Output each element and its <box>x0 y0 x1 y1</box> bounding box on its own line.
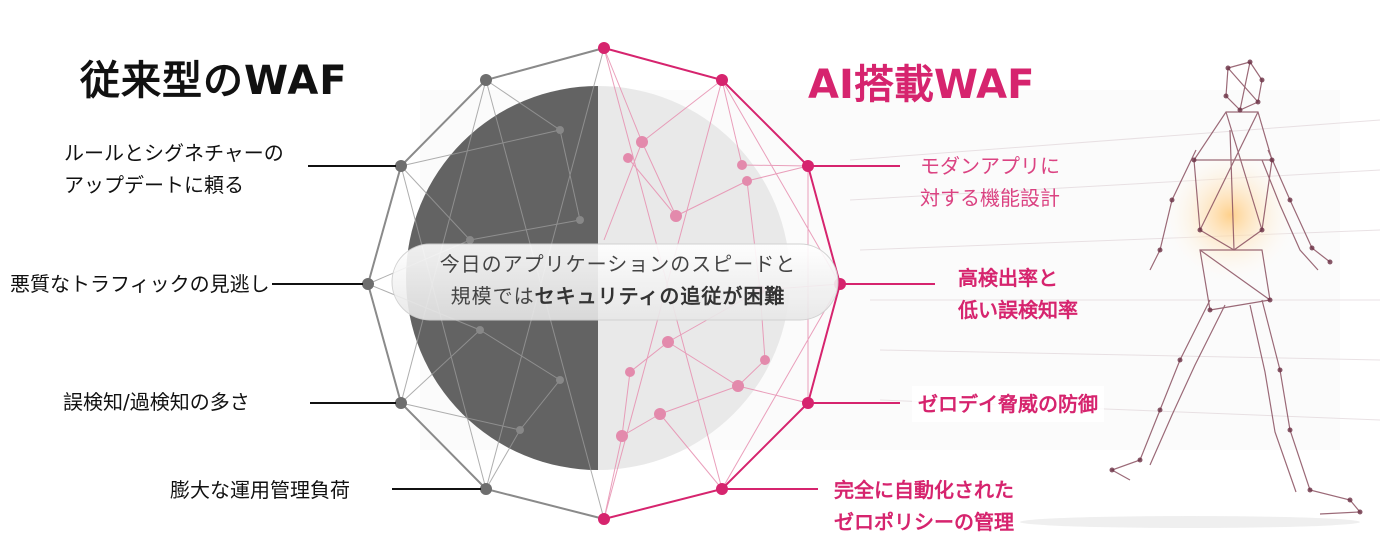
center-message: 今日のアプリケーションのスピードと 規模ではセキュリティの追従が困難 <box>439 252 797 308</box>
left-item-2: 悪質なトラフィックの見逃し <box>10 272 270 296</box>
left-connector-lines <box>272 165 481 490</box>
left-item-1: ルールとシグネチャーの アップデートに頼る <box>64 141 284 197</box>
left-item-4: 膨大な運用管理負荷 <box>170 478 350 502</box>
right-item-2: 高検出率と 低い誤検知率 <box>958 266 1078 322</box>
left-title: 従来型のWAF <box>80 58 348 104</box>
walking-wireframe-figure-icon <box>1020 59 1363 528</box>
right-title: AI搭載WAF <box>808 62 1035 108</box>
left-item-3: 誤検知/過検知の多さ <box>63 390 250 414</box>
center-pill <box>391 243 839 321</box>
right-item-3: ゼロデイ脅威の防御 <box>912 386 1104 422</box>
right-item-1: モダンアプリに 対する機能設計 <box>920 154 1060 210</box>
right-connector-lines <box>727 165 935 490</box>
right-item-4: 完全に自動化された ゼロポリシーの管理 <box>834 478 1014 534</box>
